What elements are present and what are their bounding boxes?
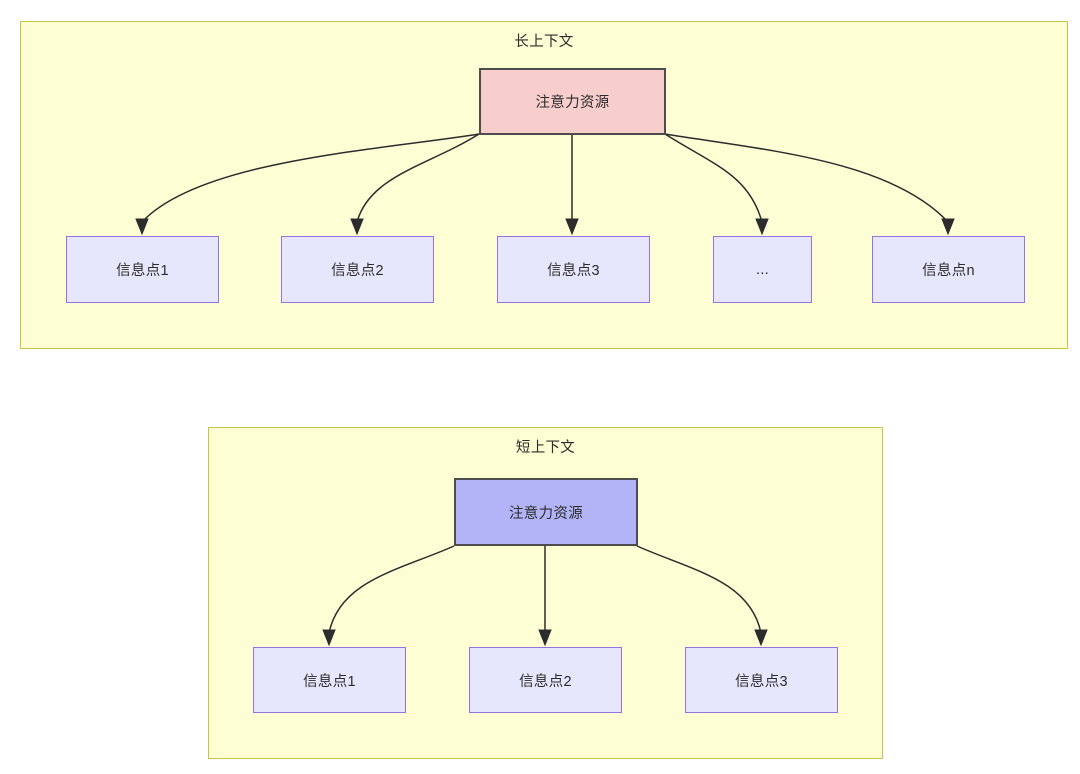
short-context-leaf-2-label: 信息点2: [519, 673, 572, 690]
long-context-leaf-1-label: 信息点1: [116, 263, 169, 279]
long-context-root-label: 注意力资源: [535, 95, 610, 111]
short-context-root-node[interactable]: 注意力资源: [454, 478, 638, 546]
long-context-leaf-3[interactable]: 信息点3: [497, 236, 650, 303]
long-context-root-node[interactable]: 注意力资源: [479, 68, 666, 135]
short-context-title: 短上下文: [515, 440, 576, 456]
short-context-leaf-3-label: 信息点3: [735, 673, 788, 690]
long-context-leaf-1[interactable]: 信息点1: [66, 236, 219, 303]
long-context-leaf-2[interactable]: 信息点2: [281, 236, 434, 303]
long-context-leaf-ellipsis[interactable]: ...: [713, 236, 812, 303]
long-context-leaf-n[interactable]: 信息点n: [872, 236, 1025, 303]
short-context-leaf-1-label: 信息点1: [303, 673, 356, 690]
long-context-title: 长上下文: [514, 34, 574, 50]
long-context-leaf-3-label: 信息点3: [547, 263, 600, 279]
short-context-leaf-1[interactable]: 信息点1: [253, 647, 406, 713]
long-context-leaf-n-label: 信息点n: [922, 263, 975, 279]
long-context-leaf-ellipsis-label: ...: [756, 261, 769, 278]
short-context-root-label: 注意力资源: [509, 505, 583, 522]
short-context-leaf-2[interactable]: 信息点2: [469, 647, 622, 713]
long-context-leaf-2-label: 信息点2: [331, 263, 384, 279]
short-context-leaf-3[interactable]: 信息点3: [685, 647, 838, 713]
